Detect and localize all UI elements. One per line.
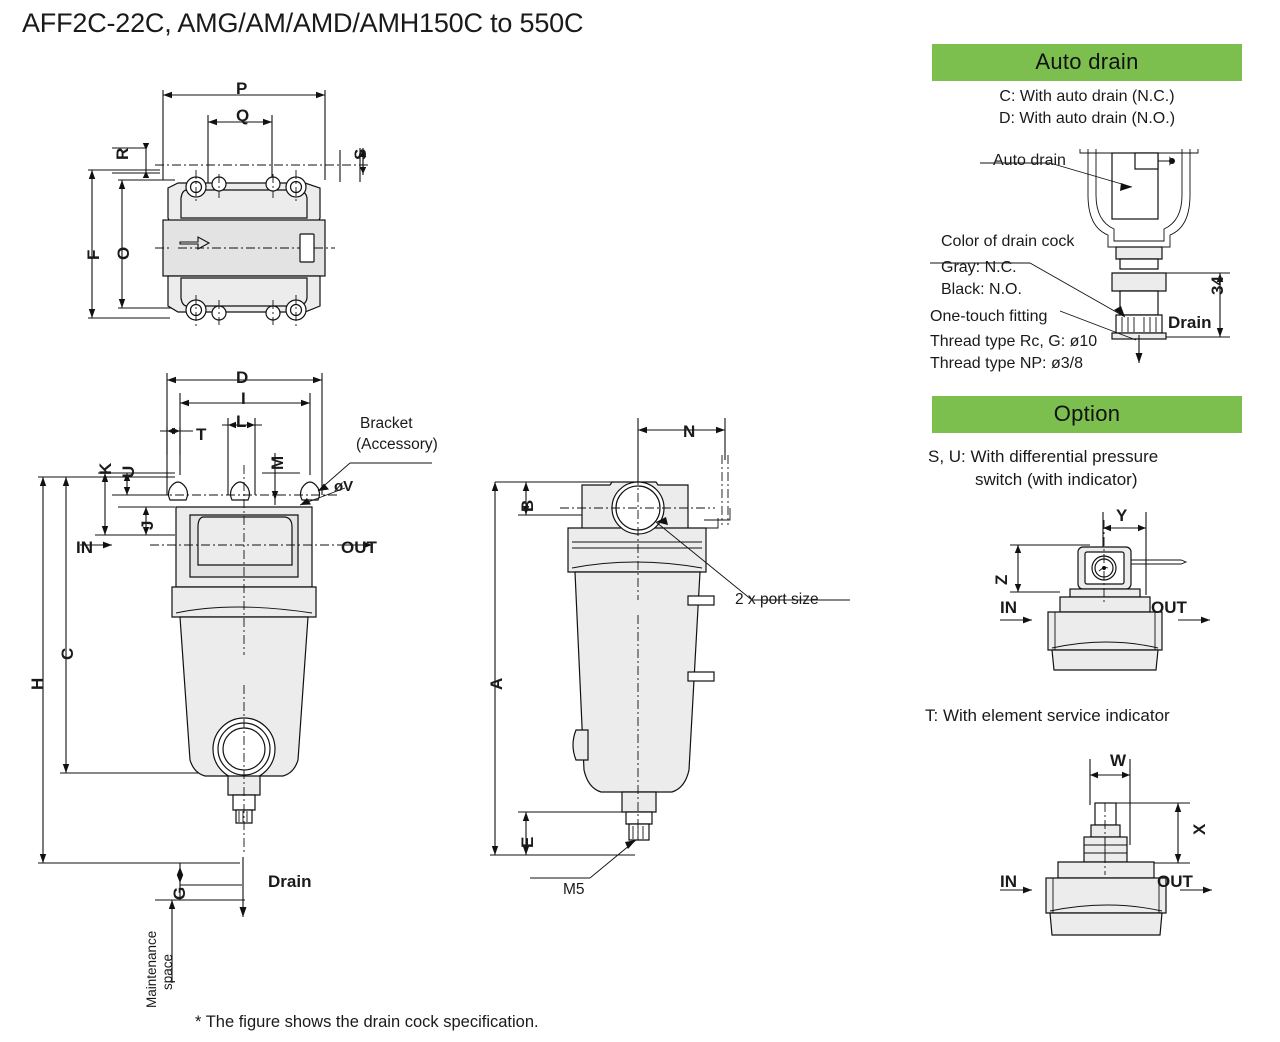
option-su-line1: S, U: With differential pressure (928, 447, 1159, 466)
footnote: * The figure shows the drain cock specif… (195, 1013, 539, 1031)
option-t-diagram (980, 745, 1270, 936)
front-out-label: OUT (341, 538, 377, 557)
dim-label-M: M (268, 455, 287, 470)
dim-label-X: X (1190, 823, 1209, 835)
dim-label-Q: Q (236, 106, 250, 125)
option-header: Option (932, 396, 1242, 433)
drain-cock-color-gray: Gray: N.C. (941, 259, 1017, 276)
dim-label-J: J (138, 520, 157, 530)
option-su-line2: switch (with indicator) (975, 470, 1138, 489)
option-su-diagram (960, 500, 1260, 671)
bracket-callout-line1: Bracket (360, 415, 413, 432)
page-title: AFF2C-22C, AMG/AM/AMD/AMH150C to 550C (22, 8, 584, 38)
thread-m5-callout: M5 (563, 881, 585, 898)
dim-label-Y: Y (1116, 506, 1128, 525)
dim-label-P: P (236, 79, 248, 98)
auto-drain-header: Auto drain (932, 44, 1242, 81)
dim-label-C: C (58, 647, 77, 660)
dim-label-B: B (518, 499, 537, 512)
dim-label-34: 34 (1208, 276, 1227, 295)
drain-cock-color-black: Black: N.O. (941, 281, 1022, 298)
auto-drain-option-c: C: With auto drain (N.C.) (999, 88, 1175, 105)
auto-drain-callout: Auto drain (993, 152, 1066, 169)
front-drain-label: Drain (268, 872, 312, 891)
option-su-out-label: OUT (1151, 598, 1187, 617)
dim-label-K: K (96, 462, 115, 475)
thread-np-label: Thread type NP: ø3/8 (930, 355, 1083, 372)
one-touch-fitting-title: One-touch fitting (930, 308, 1048, 325)
dim-label-I: I (241, 389, 246, 408)
option-t-out-label: OUT (1157, 872, 1193, 891)
dim-label-T: T (196, 425, 207, 444)
auto-drain-diagram (920, 135, 1270, 365)
auto-drain-option-d: D: With auto drain (N.O.) (998, 110, 1176, 127)
top-view-drawing (0, 70, 440, 350)
dim-label-L: L (236, 412, 247, 431)
front-view-drawing (0, 355, 460, 983)
dim-label-Z: Z (992, 574, 1011, 585)
dim-label-U: U (119, 465, 138, 478)
option-su-in-label: IN (1000, 598, 1017, 617)
option-t-in-label: IN (1000, 872, 1017, 891)
drain-cock-color-title: Color of drain cock (941, 233, 1075, 250)
dim-label-A: A (487, 677, 506, 690)
thread-rc-g-label: Thread type Rc, G: ø10 (930, 333, 1098, 350)
auto-drain-drain-label: Drain (1168, 313, 1212, 332)
bracket-callout-line2: (Accessory) (356, 436, 438, 453)
option-t-label: T: With element service indicator (925, 706, 1170, 725)
dim-label-O: O (114, 246, 133, 260)
dim-label-N: N (683, 422, 696, 441)
dim-label-E: E (518, 836, 537, 848)
dim-label-H: H (28, 677, 47, 690)
dim-label-R: R (113, 147, 132, 160)
dim-label-F: F (84, 249, 103, 260)
port-size-callout: 2 x port size (735, 591, 819, 608)
hole-diameter-label: øV (334, 478, 354, 495)
dim-label-G: G (170, 886, 189, 900)
dim-label-W: W (1110, 751, 1127, 770)
side-view-drawing (460, 400, 850, 920)
dim-label-D: D (236, 368, 249, 387)
dim-label-S: S (351, 148, 370, 160)
front-in-label: IN (76, 538, 93, 557)
